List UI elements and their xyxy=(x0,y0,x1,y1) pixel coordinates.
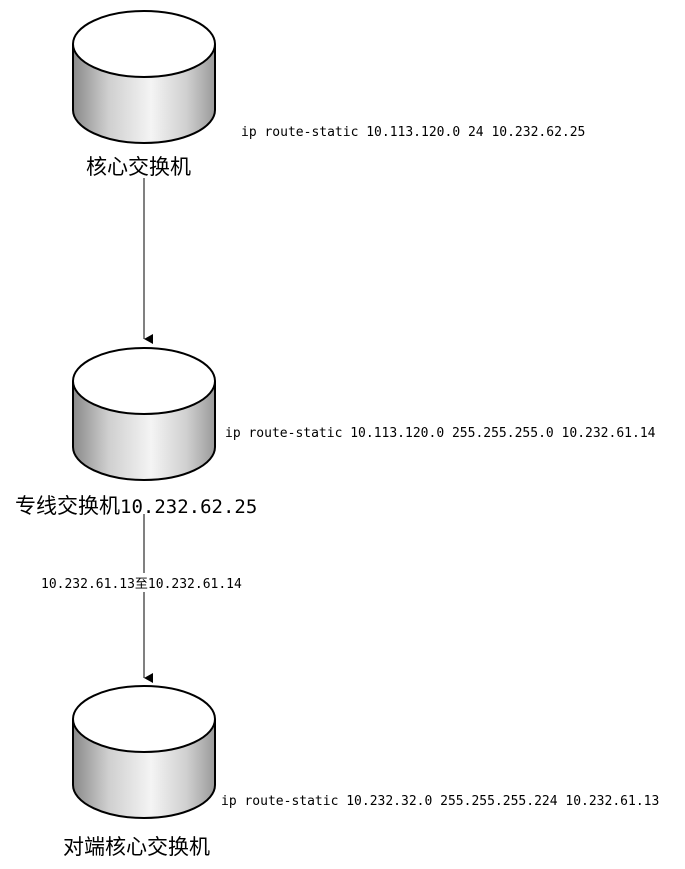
link-ip-range-label: 10.232.61.13至10.232.61.14 xyxy=(41,573,242,592)
line-switch-ip: 10.232.62.25 xyxy=(120,496,258,518)
line-switch-label: 专线交换机 xyxy=(15,494,120,518)
line-route-command: ip route-static 10.113.120.0 255.255.255… xyxy=(225,426,656,441)
remote-core-switch-label: 对端核心交换机 xyxy=(63,835,210,859)
core-switch-label: 核心交换机 xyxy=(86,155,191,179)
remote-core-switch-cylinder xyxy=(72,685,216,819)
line-switch-cylinder xyxy=(72,347,216,481)
core-route-command: ip route-static 10.113.120.0 24 10.232.6… xyxy=(241,125,586,140)
line-switch-caption: 专线交换机10.232.62.25 xyxy=(15,490,257,520)
core-switch-cylinder xyxy=(72,10,216,144)
remote-route-command: ip route-static 10.232.32.0 255.255.255.… xyxy=(221,794,660,809)
